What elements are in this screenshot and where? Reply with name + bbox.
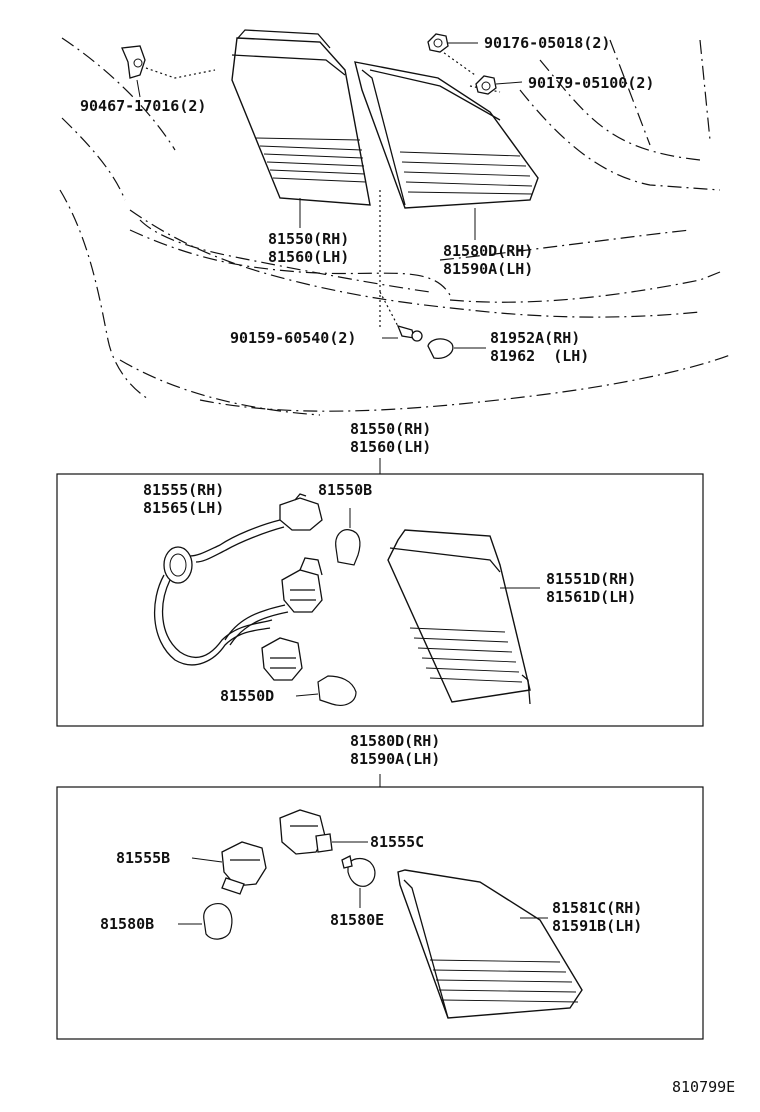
socket-81550-upper-part xyxy=(281,557,323,613)
reflector-81952a-part xyxy=(427,338,486,359)
socket-81550-lower-part xyxy=(261,637,303,681)
callout-81550-rh: 81550(RH) xyxy=(268,230,350,248)
callout-81561d-lh: 81561D(LH) xyxy=(546,588,637,606)
box-81550-assembly xyxy=(56,473,704,727)
rear-lamp-81580d-part xyxy=(354,61,539,240)
vehicle-body-outline xyxy=(59,37,731,416)
callout-81555-rh: 81555(RH) xyxy=(143,481,225,499)
lens-81551d-part xyxy=(387,529,540,705)
callout-81551d-rh: 81551D(RH) xyxy=(546,570,637,588)
callout-81580d-rh: 81580D(RH) xyxy=(443,242,534,260)
bulb-81550b-part xyxy=(335,508,361,566)
socket-81555c-part xyxy=(279,809,368,855)
screw-90159-part xyxy=(382,325,423,342)
callout-90159: 90159-60540(2) xyxy=(230,329,357,347)
box2-title-lh: 81590A(LH) xyxy=(350,750,441,768)
callout-81581c-rh: 81581C(RH) xyxy=(552,899,643,917)
callout-90467: 90467-17016(2) xyxy=(80,97,207,115)
callout-81565-lh: 81565(LH) xyxy=(143,499,225,517)
box-81580d-assembly xyxy=(56,786,704,1040)
socket-wire-81555-part xyxy=(153,493,323,666)
callout-81962-lh: 81962 (LH) xyxy=(490,347,590,365)
socket-81555b-part xyxy=(191,841,267,895)
lens-81581c-part xyxy=(397,869,583,1019)
callout-81550b: 81550B xyxy=(318,481,373,499)
callout-81590a-lh: 81590A(LH) xyxy=(443,260,534,278)
callout-81580b: 81580B xyxy=(100,915,155,933)
box1-title-rh: 81550(RH) xyxy=(350,420,432,438)
nut-90179-part xyxy=(475,75,523,95)
callout-81550d: 81550D xyxy=(220,687,275,705)
callout-90179: 90179-05100(2) xyxy=(528,74,655,92)
diagram-code: 810799E xyxy=(672,1078,736,1096)
callout-81555c: 81555C xyxy=(370,833,425,851)
callout-90176: 90176-05018(2) xyxy=(484,34,611,52)
nut-90176-part xyxy=(427,33,478,53)
callout-81560-lh: 81560(LH) xyxy=(268,248,350,266)
callout-81580e: 81580E xyxy=(330,911,385,929)
box2-title-rh: 81580D(RH) xyxy=(350,732,441,750)
callout-81591b-lh: 81591B(LH) xyxy=(552,917,643,935)
rear-combination-lamp-81550-part xyxy=(231,29,371,228)
clip-90467-part xyxy=(121,45,216,98)
bulb-81550d-part xyxy=(295,675,357,706)
callout-81555b: 81555B xyxy=(116,849,171,867)
bulb-81580b-part xyxy=(178,903,233,940)
bulb-81580e-part xyxy=(341,855,376,908)
callout-81952a-rh: 81952A(RH) xyxy=(490,329,581,347)
box1-title-lh: 81560(LH) xyxy=(350,438,432,456)
